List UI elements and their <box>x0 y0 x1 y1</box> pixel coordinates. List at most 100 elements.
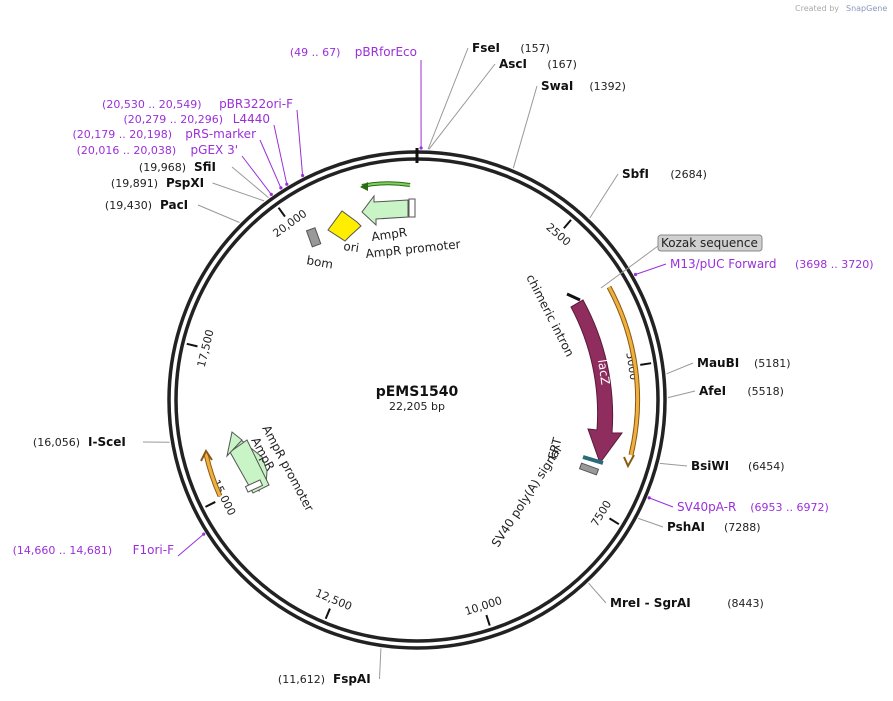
site-name: SwaI <box>541 79 573 93</box>
tick-mark <box>563 219 572 229</box>
site-bsiwi[interactable]: BsiWI (6454) <box>659 459 785 473</box>
primer-f1ori-f[interactable]: F1ori-F(14,660 .. 14,681) <box>13 532 206 558</box>
site-pspxi[interactable]: PspXI(19,891) <box>111 176 265 202</box>
site-leader <box>589 173 619 219</box>
site-name: BsiWI <box>691 459 729 473</box>
site-leader <box>428 63 496 150</box>
primer-site-mark <box>269 192 273 196</box>
primer-name: pGEX 3' <box>191 143 238 157</box>
snapgene-credit: Created by SnapGene <box>795 4 887 13</box>
primer-annotations: pBRforEco(49 .. 67) M13/pUC Forward(3698 … <box>13 45 874 557</box>
orange-feature-right <box>606 285 641 469</box>
site-position: (2684) <box>670 168 707 181</box>
tick-mark <box>485 614 491 626</box>
primer-pbrforeco[interactable]: pBRforEco(49 .. 67) <box>290 45 423 150</box>
site-position: (7288) <box>724 521 761 534</box>
plasmid-name: pEMS1540 <box>376 384 459 400</box>
primer-site-mark <box>647 496 651 500</box>
site-name: I-SceI <box>88 435 126 449</box>
primer-name: F1ori-F <box>133 543 174 557</box>
frt-feature[interactable]: FRT <box>545 436 604 465</box>
chimeric-intron-feature[interactable]: chimeric intron <box>523 272 581 359</box>
chimeric-intron-label: chimeric intron <box>523 272 577 359</box>
primer-name: pBRforEco <box>355 45 417 59</box>
primer-range: (20,016 .. 20,038) <box>77 144 177 157</box>
site-name: MreI - SgrAI <box>610 596 691 610</box>
lacz-feature[interactable]: lacZ <box>570 299 623 465</box>
site-leader <box>667 390 696 399</box>
kozak-leader <box>600 245 659 289</box>
primer-prs-marker[interactable]: pRS-marker(20,179 .. 20,198) <box>72 127 283 190</box>
site-name: MauBI <box>697 356 739 370</box>
primer-leader <box>296 109 304 176</box>
primer-leader <box>649 497 674 508</box>
primer-site-mark <box>633 272 638 277</box>
site-name: AscI <box>499 57 527 71</box>
primer-leader <box>177 533 205 557</box>
primer-site-mark <box>279 186 283 190</box>
kozak-box <box>657 234 763 252</box>
site-position: (8443) <box>727 597 764 610</box>
site-name: AfeI <box>699 384 726 398</box>
site-sbfi[interactable]: SbfI (2684) <box>589 167 707 219</box>
primer-name: pBR322ori-F <box>219 97 293 111</box>
primer-m13-puc-forward[interactable]: M13/pUC Forward(3698 .. 3720) <box>633 257 874 277</box>
primer-leader <box>259 139 282 189</box>
lacz-arrow <box>570 299 623 465</box>
bom-box <box>305 227 322 248</box>
left-ampr-feature[interactable]: AmpR promoter AmpR <box>226 423 317 514</box>
site-position: (11,612) <box>278 673 325 686</box>
primer-name: M13/pUC Forward <box>670 257 777 271</box>
site-position: (19,430) <box>105 199 152 212</box>
site-leader <box>427 47 469 150</box>
site-leader <box>212 182 265 202</box>
site-sfii[interactable]: SfiI(19,968) <box>139 160 269 198</box>
site-pshai[interactable]: PshAI(7288) <box>638 517 761 534</box>
ori-arrow <box>327 210 362 242</box>
site-leader <box>666 362 694 375</box>
primer-range: (20,530 .. 20,549) <box>102 98 202 111</box>
tick-mark <box>324 608 331 620</box>
top-ampr-label: AmpR <box>370 225 407 244</box>
sv40-feature[interactable]: SV40 poly(A) signal <box>489 444 600 550</box>
primer-name: pRS-marker <box>185 127 256 141</box>
site-position: (5518) <box>747 385 784 398</box>
site-asci[interactable]: AscI(167) <box>428 57 577 150</box>
frt-label: FRT <box>545 436 564 461</box>
lacz-label: lacZ <box>595 358 612 385</box>
site-position: (157) <box>520 42 550 55</box>
site-position: (1392) <box>589 80 626 93</box>
site-i-scei[interactable]: I-SceI (16,056) <box>33 435 170 449</box>
plasmid-length: 22,205 bp <box>389 400 445 413</box>
site-mrei-sgrai[interactable]: MreI - SgrAI (8443) <box>588 582 764 610</box>
site-paci[interactable]: PacI(19,430) <box>105 198 240 223</box>
kozak-feature[interactable]: Kozak sequence <box>600 234 763 289</box>
site-maubi[interactable]: MauBI(5181) <box>666 356 791 375</box>
site-leader <box>231 166 269 198</box>
ori-feature[interactable]: ori <box>327 210 362 255</box>
primer-pbr322ori-f[interactable]: pBR322ori-F (20,530 .. 20,549) <box>102 97 305 178</box>
primer-sv40pa-r[interactable]: SV40pA-R(6953 .. 6972) <box>647 496 829 514</box>
bom-feature[interactable]: bom <box>305 227 334 272</box>
top-ampr-feature[interactable]: AmpR AmpR promoter <box>360 181 461 261</box>
chimeric-intron-mark <box>566 292 581 302</box>
ori-label: ori <box>343 239 360 255</box>
primer-leader <box>635 263 667 275</box>
bp-ticks: 25005000750010,00012,50015,00017,50020,0… <box>186 207 652 626</box>
site-fsei[interactable]: FseI(157) <box>427 41 550 150</box>
primer-site-mark <box>285 182 289 186</box>
site-swai[interactable]: SwaI (1392) <box>512 79 626 169</box>
tick-label: 10,000 <box>463 594 504 618</box>
site-fspai[interactable]: FspAI(11,612) <box>278 648 382 686</box>
site-name: SbfI <box>622 167 649 181</box>
tick-label: 12,500 <box>313 586 354 613</box>
bom-label: bom <box>305 253 334 271</box>
top-ampr-arrow <box>361 194 409 227</box>
tick-mark <box>186 342 198 348</box>
site-afei[interactable]: AfeI (5518) <box>667 384 784 399</box>
primer-pgex-3-[interactable]: pGEX 3' (20,016 .. 20,038) <box>77 143 273 196</box>
primer-l4440[interactable]: L4440(20,279 .. 20,296) <box>123 112 289 186</box>
tick-mark <box>277 207 286 218</box>
site-position: (16,056) <box>33 436 80 449</box>
site-position: (6454) <box>748 460 785 473</box>
